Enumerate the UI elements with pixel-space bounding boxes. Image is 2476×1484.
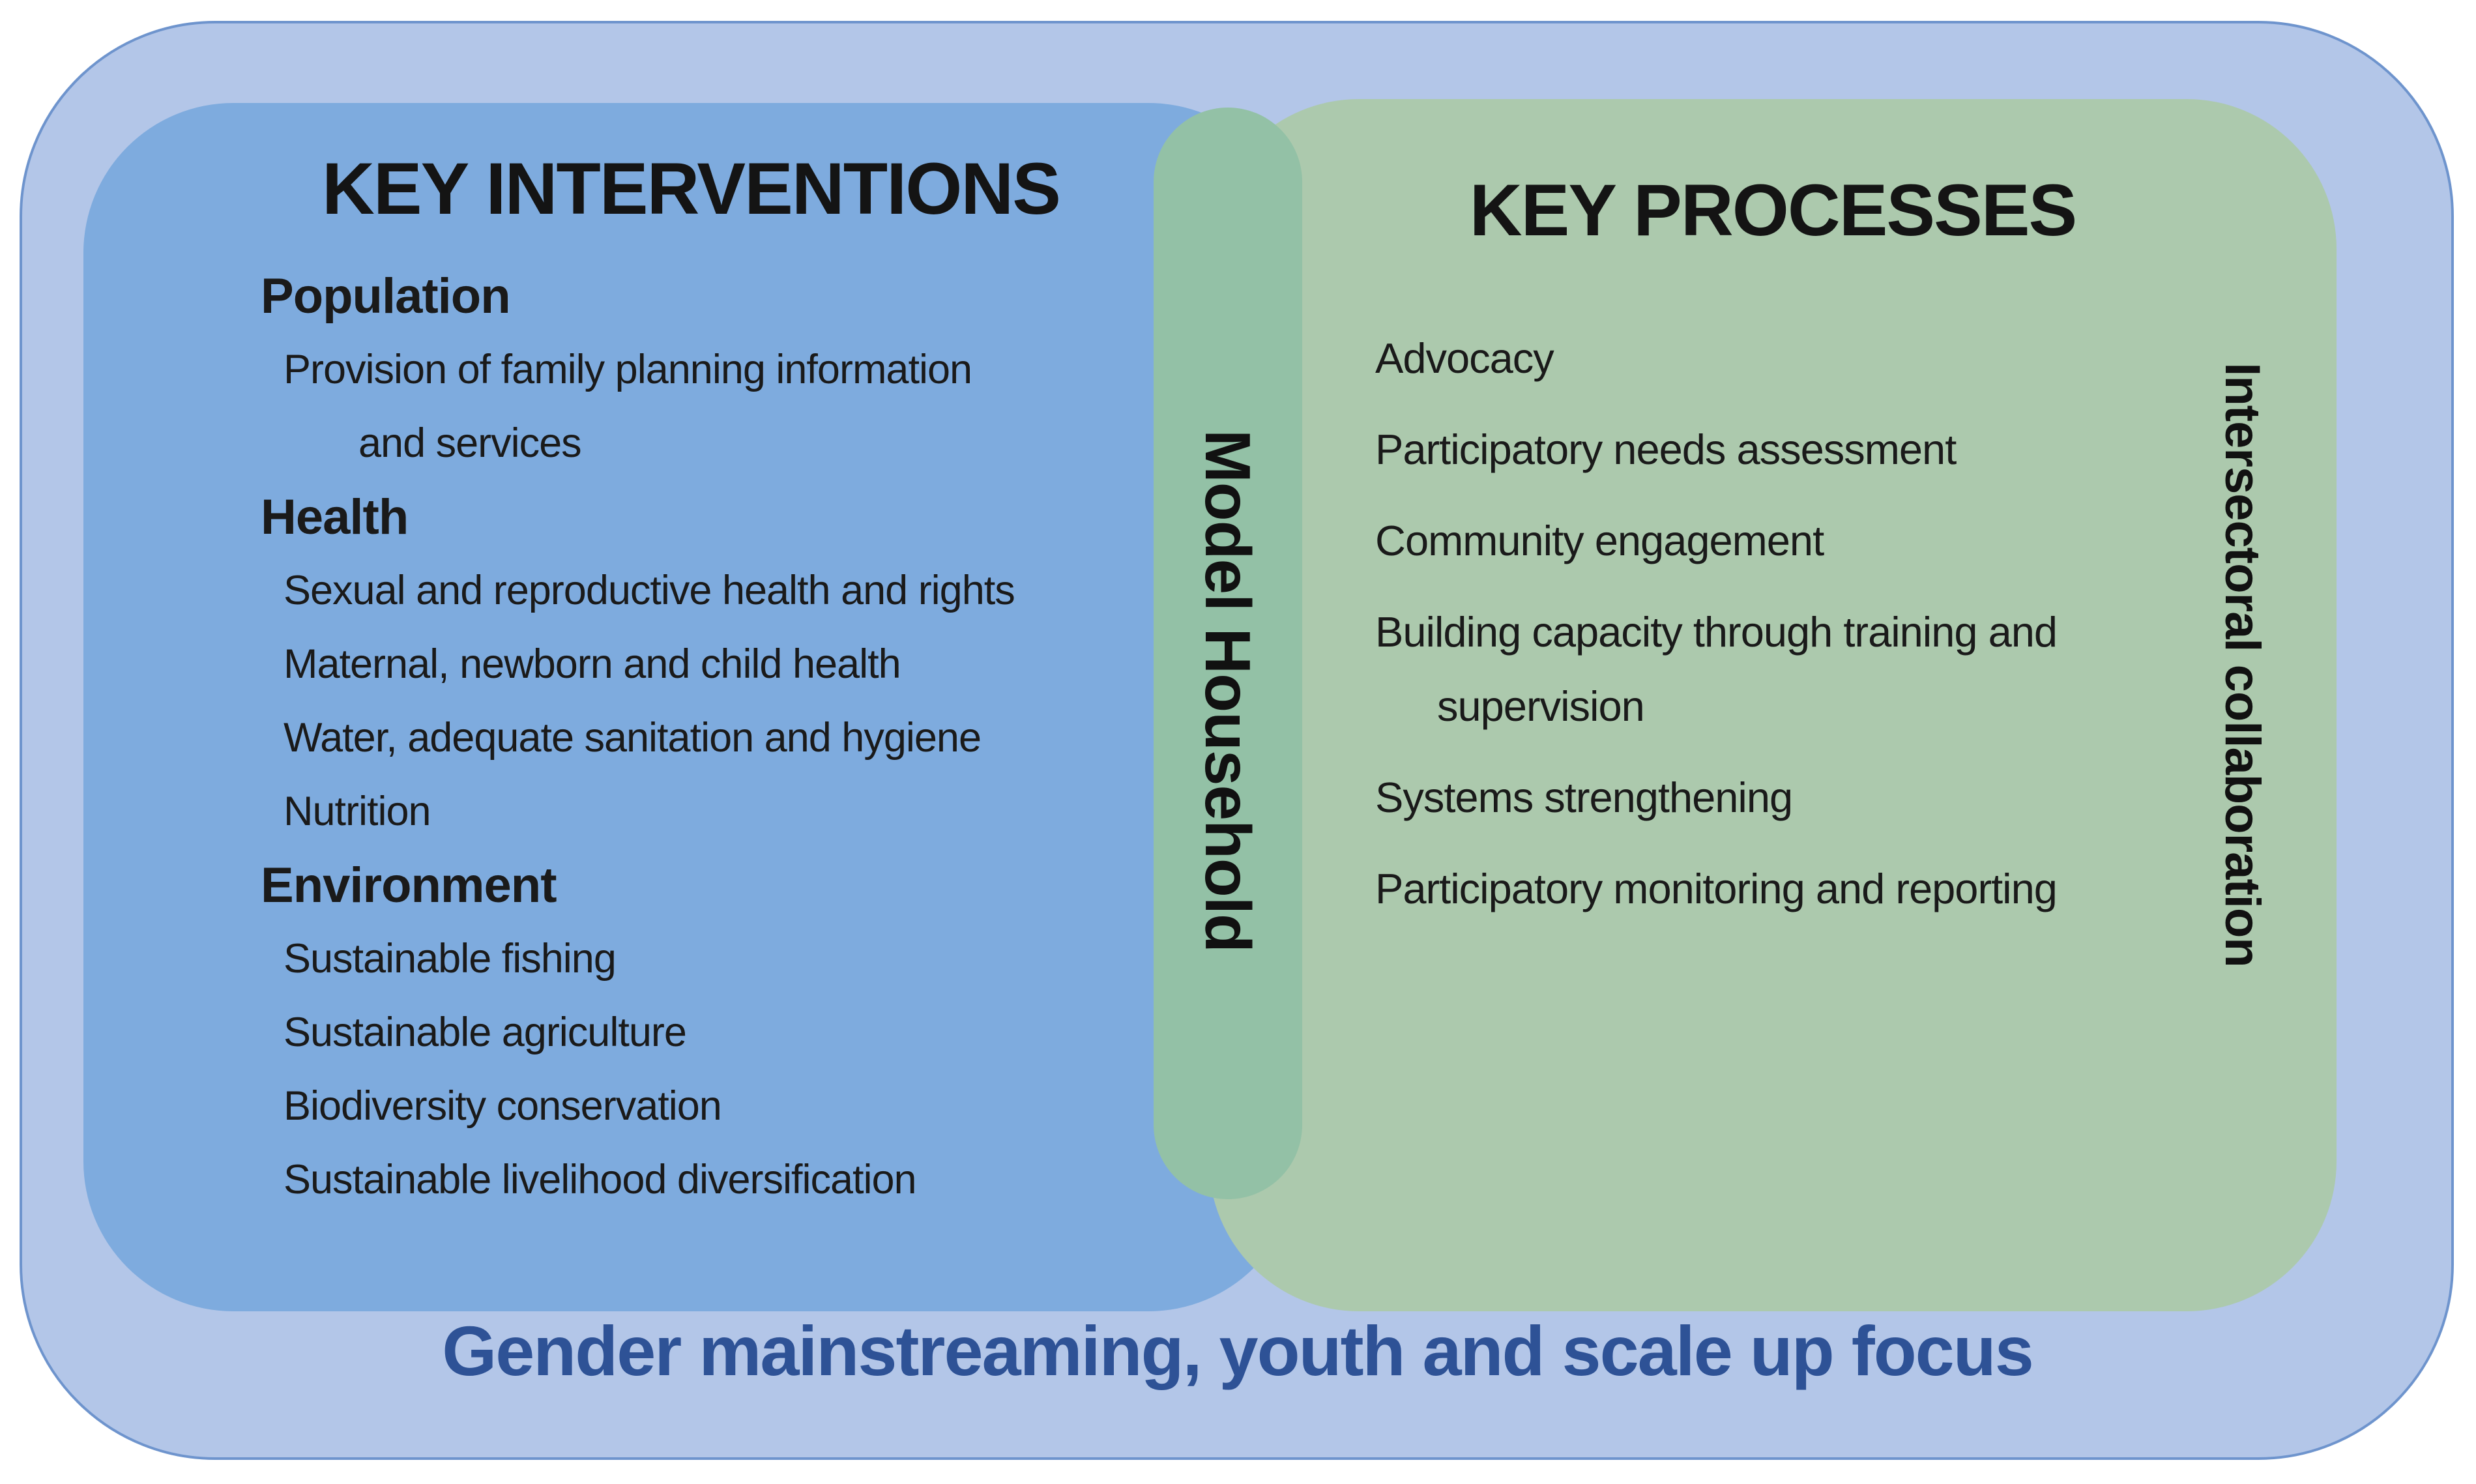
list-item: Maternal, newborn and child health bbox=[284, 641, 901, 687]
key-processes-box bbox=[1209, 99, 2337, 1311]
list-item: Participatory monitoring and reporting bbox=[1375, 865, 2058, 912]
key-processes-list: Advocacy Participatory needs assessment … bbox=[1375, 329, 2288, 951]
list-item: Advocacy bbox=[1375, 334, 1554, 382]
footer-banner-text: Gender mainstreaming, youth and scale up… bbox=[442, 1311, 2034, 1390]
key-processes-title: KEY PROCESSES bbox=[1469, 169, 2077, 251]
list-item: Community engagement bbox=[1375, 517, 1824, 564]
model-household-pill bbox=[1154, 108, 1302, 1199]
list-item: Systems strengthening bbox=[1375, 774, 1793, 821]
list-item: Sustainable fishing bbox=[284, 936, 617, 982]
list-item: Biodiversity conservation bbox=[284, 1083, 722, 1129]
list-item: Building capacity through training and bbox=[1375, 608, 2058, 656]
list-item: Water, adequate sanitation and hygiene bbox=[284, 715, 982, 761]
list-item: Provision of family planning information bbox=[284, 347, 972, 392]
intersectoral-collaboration-label: Intersectoral collaboration bbox=[2215, 362, 2270, 967]
key-interventions-box bbox=[83, 103, 1298, 1311]
list-item: Nutrition bbox=[284, 789, 431, 834]
model-household-label: Model Household bbox=[1192, 429, 1264, 952]
section-header-health: Health bbox=[261, 489, 409, 545]
section-header-environment: Environment bbox=[261, 858, 557, 913]
list-item-wrap: supervision bbox=[1437, 682, 1645, 730]
key-interventions-list: Population Provision of family planning … bbox=[261, 259, 1238, 1217]
list-item: Participatory needs assessment bbox=[1375, 426, 1957, 473]
key-interventions-title: KEY INTERVENTIONS bbox=[322, 148, 1061, 229]
list-item: Sexual and reproductive health and right… bbox=[284, 568, 1015, 613]
section-header-population: Population bbox=[261, 269, 511, 324]
list-item: Sustainable agriculture bbox=[284, 1010, 687, 1055]
list-item-wrap: and services bbox=[358, 420, 582, 466]
list-item: Sustainable livelihood diversification bbox=[284, 1157, 917, 1202]
